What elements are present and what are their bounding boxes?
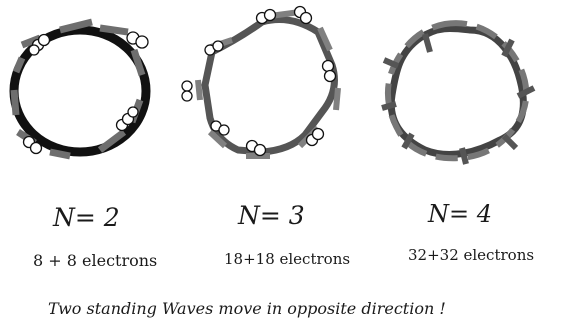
electron bbox=[265, 10, 276, 21]
electron bbox=[323, 61, 334, 72]
n4-label: N= 4 bbox=[427, 200, 492, 228]
electron bbox=[39, 35, 50, 46]
electron bbox=[136, 36, 148, 48]
electron bbox=[182, 81, 192, 91]
electron bbox=[255, 145, 266, 156]
electron bbox=[213, 41, 223, 51]
orbit-diagram-n4 bbox=[382, 23, 534, 164]
electron bbox=[301, 13, 312, 24]
electron bbox=[219, 125, 229, 135]
n3-electron-count: 18+18 electrons bbox=[224, 250, 350, 268]
n2-electron-count: 8 + 8 electrons bbox=[33, 251, 157, 270]
electron bbox=[325, 71, 336, 82]
electron bbox=[182, 91, 192, 101]
electron bbox=[31, 143, 42, 154]
n3-label: N= 3 bbox=[237, 201, 305, 230]
caption: Two standing Waves move in opposite dire… bbox=[48, 299, 446, 318]
electron bbox=[313, 129, 324, 140]
electron bbox=[128, 107, 138, 117]
orbit-diagram-n3 bbox=[182, 7, 338, 157]
n4-electron-count: 32+32 electrons bbox=[408, 246, 534, 264]
n2-label: N= 2 bbox=[52, 203, 120, 232]
orbit-diagram-n2 bbox=[14, 22, 148, 156]
electron bbox=[29, 45, 39, 55]
